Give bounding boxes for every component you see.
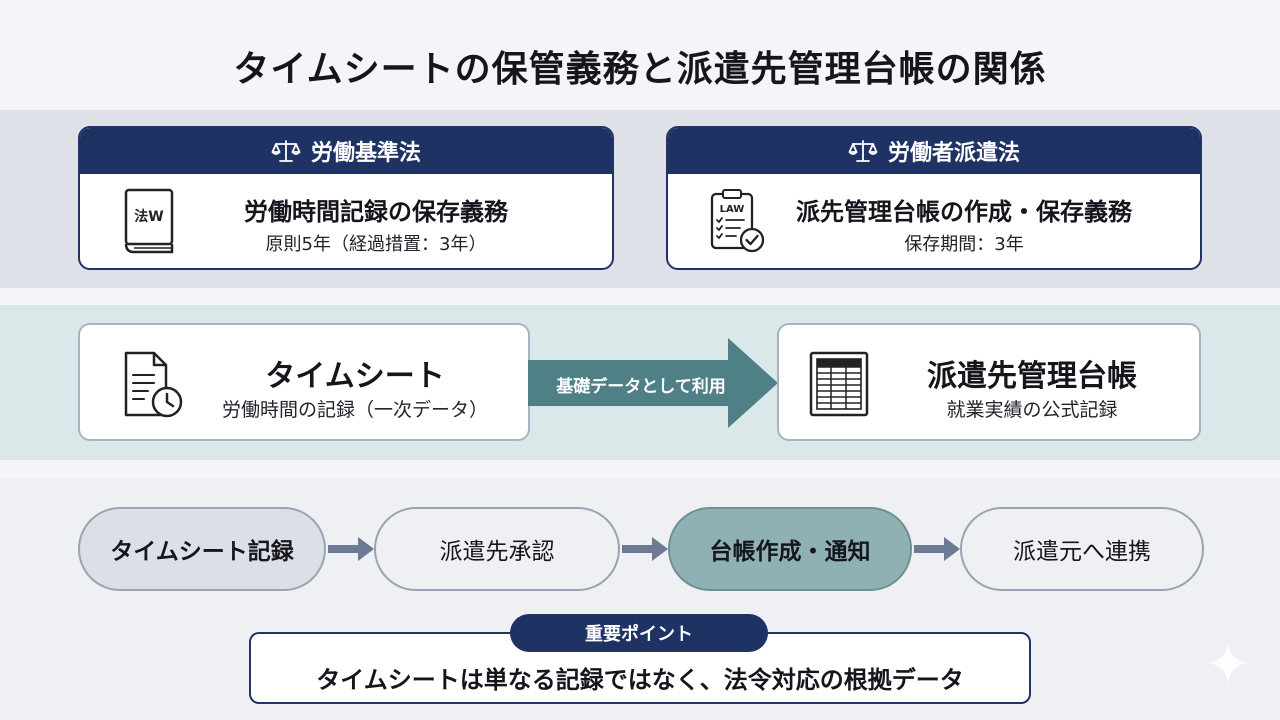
ledger-table-icon [807, 349, 873, 421]
sparkle-icon [1207, 642, 1249, 684]
process-step-ledger-notify: 台帳作成・通知 [668, 507, 912, 591]
key-point-badge: 重要ポイント [510, 614, 768, 652]
process-step-send-to-dispatcher: 派遣元へ連携 [960, 507, 1204, 591]
key-point-text: タイムシートは単なる記録ではなく、法令対応の根拠データ [316, 666, 964, 694]
law-obligation: 派先管理台帳の作成・保存義務 [796, 198, 1132, 226]
law-name: 労働者派遣法 [887, 141, 1020, 166]
law-clipboard-check-icon: LAW [708, 188, 766, 254]
svg-text:法W: 法W [134, 208, 163, 225]
timesheet-title: タイムシート [265, 359, 445, 394]
process-step-client-approval: 派遣先承認 [374, 507, 620, 591]
dispatch-ledger-subtitle: 就業実績の公式記録 [946, 399, 1118, 421]
data-flow-arrow [528, 338, 778, 428]
process-arrow [914, 537, 960, 561]
law-card-worker-dispatch: 労働者派遣法 LAW 派先管理台帳の作成・保存義務 保存期間：3年 [666, 126, 1202, 270]
process-step-timesheet-record: タイムシート記録 [78, 507, 326, 591]
law-card-labor-standards: 労働基準法 法W 労働時間記録の保存義務 原則5年（経過措置：3年） [78, 126, 614, 270]
data-flow-label: 基礎データとして利用 [556, 377, 726, 397]
process-arrow [328, 537, 374, 561]
law-book-icon: 法W [120, 188, 178, 254]
law-obligation: 労働時間記録の保存義務 [244, 198, 508, 226]
scales-icon [848, 140, 878, 162]
process-arrow [622, 537, 668, 561]
law-retention-period: 保存期間：3年 [904, 234, 1024, 255]
svg-text:LAW: LAW [720, 204, 745, 215]
scales-icon [271, 140, 301, 162]
law-retention-period: 原則5年（経過措置：3年） [265, 234, 487, 255]
law-card-header: 労働者派遣法 [668, 128, 1200, 174]
page-title: タイムシートの保管義務と派遣先管理台帳の関係 [233, 49, 1047, 90]
dispatch-ledger-card: 派遣先管理台帳 就業実績の公式記録 [777, 323, 1201, 441]
timesheet-card: タイムシート 労働時間の記録（一次データ） [78, 323, 530, 441]
document-clock-icon [120, 349, 186, 421]
dispatch-ledger-title: 派遣先管理台帳 [927, 359, 1137, 394]
timesheet-subtitle: 労働時間の記録（一次データ） [221, 399, 488, 421]
law-name: 労働基準法 [310, 141, 421, 166]
law-card-header: 労働基準法 [80, 128, 612, 174]
